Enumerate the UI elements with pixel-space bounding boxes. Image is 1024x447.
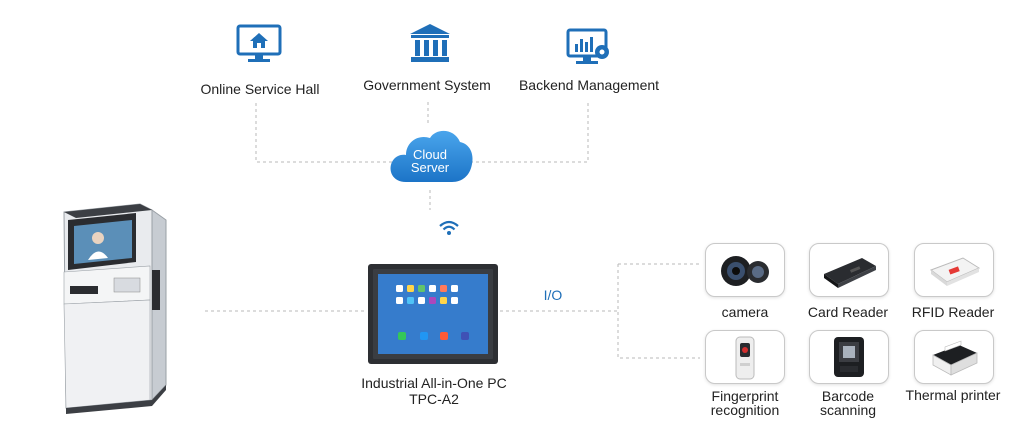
rfid-reader-icon (929, 257, 981, 286)
cloud-icon (386, 120, 476, 191)
government-building-icon (408, 22, 452, 64)
card-reader-label: Card Reader (807, 304, 889, 320)
fingerprint-label-line2: recognition (710, 402, 780, 418)
self-service-kiosk-image (52, 200, 170, 425)
card-reader-tile (809, 243, 889, 297)
cloud-label-line2: Server (410, 160, 450, 175)
camera-icon (721, 256, 769, 286)
barcode-scanner-tile (809, 330, 889, 384)
online-service-hall-label: Online Service Hall (200, 81, 320, 97)
thermal-printer-tile (914, 330, 994, 384)
camera-tile (705, 243, 785, 297)
barcode-label-line2: scanning (819, 402, 877, 418)
camera-label: camera (721, 304, 769, 320)
wifi-icon (439, 220, 459, 241)
monitor-home-icon (236, 24, 282, 64)
fingerprint-tile (705, 330, 785, 384)
line-backend (468, 103, 589, 163)
line-io-bracket (617, 263, 700, 359)
cloud-label-line1: Cloud (413, 147, 447, 162)
center-label-line2: TPC-A2 (409, 391, 459, 407)
rfid-reader-tile (914, 243, 994, 297)
fingerprint-scanner-icon (735, 336, 755, 380)
barcode-label-line1: Barcode (821, 388, 875, 404)
rfid-reader-label: RFID Reader (911, 304, 995, 320)
line-online-service (255, 103, 392, 163)
industrial-pc-image (368, 264, 498, 369)
government-system-label: Government System (363, 77, 491, 93)
card-reader-icon (824, 258, 876, 288)
barcode-scanner-icon (834, 337, 864, 377)
backend-management-label: Backend Management (518, 77, 660, 93)
thermal-printer-icon (932, 340, 978, 376)
thermal-printer-label: Thermal printer (905, 387, 1001, 403)
monitor-chart-gear-icon (566, 28, 612, 66)
io-label: I/O (543, 287, 563, 303)
fingerprint-label-line1: Fingerprint (711, 388, 779, 404)
center-label-line1: Industrial All-in-One PC (361, 375, 507, 391)
